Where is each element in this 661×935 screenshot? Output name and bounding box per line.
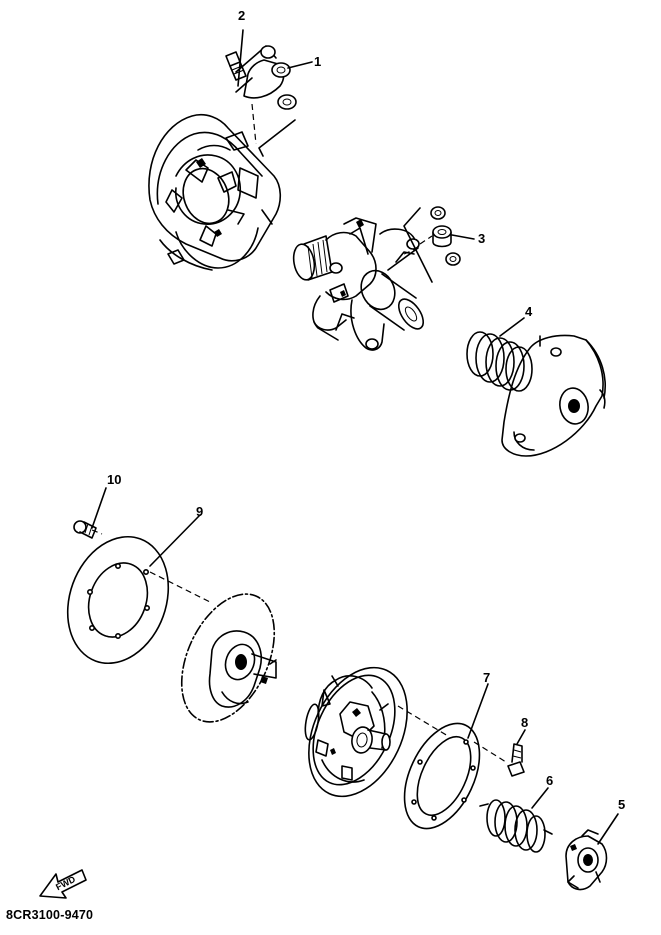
secondary-movable-sheave bbox=[304, 666, 449, 798]
primary-fixed-sheave bbox=[148, 113, 282, 271]
part-6-spring bbox=[479, 787, 553, 853]
callout-1: 1 bbox=[314, 54, 322, 69]
part-10-bolt bbox=[73, 487, 107, 539]
part-1-roller-arm bbox=[235, 45, 297, 157]
callout-3: 3 bbox=[478, 231, 486, 246]
leader-lines bbox=[287, 61, 525, 337]
primary-cap bbox=[501, 334, 606, 457]
part-2-bolt bbox=[225, 29, 247, 87]
part-7-plate bbox=[403, 683, 507, 830]
drawing-code: 8CR3100-9470 bbox=[6, 908, 94, 922]
callout-8: 8 bbox=[521, 715, 529, 730]
part-9-plate-disc bbox=[66, 514, 211, 665]
callout-10: 10 bbox=[107, 472, 122, 487]
fwd-direction-arrow: FWD bbox=[39, 869, 87, 899]
callout-6: 6 bbox=[546, 773, 554, 788]
part-8-bolt bbox=[507, 729, 526, 777]
callout-9: 9 bbox=[196, 504, 204, 519]
callout-4: 4 bbox=[525, 304, 533, 319]
callout-7: 7 bbox=[483, 670, 491, 685]
callout-2: 2 bbox=[238, 8, 246, 23]
part-5-cam bbox=[565, 813, 619, 891]
part-4-spring bbox=[466, 331, 533, 392]
primary-spider-hub bbox=[292, 217, 425, 351]
callout-5: 5 bbox=[618, 797, 626, 812]
part-3-roller-set bbox=[403, 206, 461, 283]
secondary-fixed-sheave bbox=[180, 593, 277, 723]
